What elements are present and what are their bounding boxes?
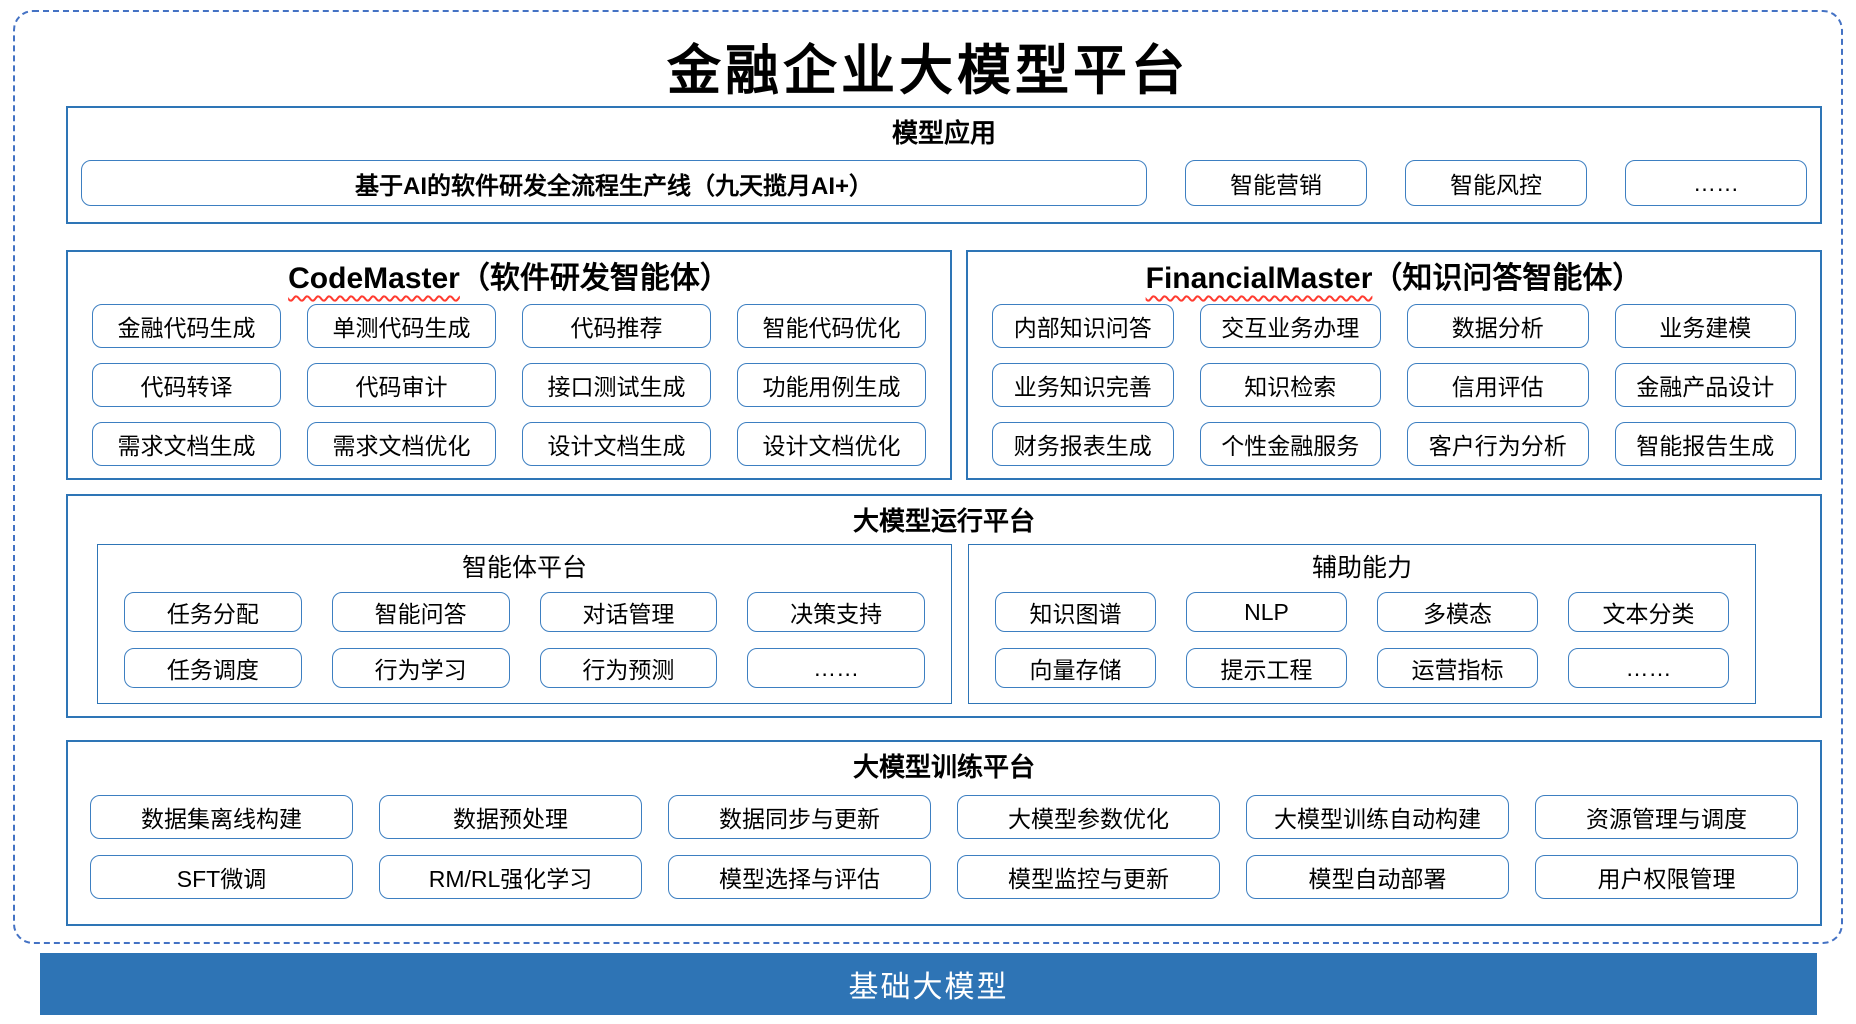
diagram-node: 向量存储 <box>995 648 1156 688</box>
foundation-model-label: 基础大模型 <box>848 971 1009 1004</box>
diagram-node: 单测代码生成 <box>307 304 496 348</box>
diagram-node: 智能问答 <box>331 592 510 632</box>
diagram-node: 数据分析 <box>1407 304 1589 348</box>
runtime-platform-title: 大模型运行平台 <box>852 506 1035 536</box>
diagram-node: 代码推荐 <box>522 304 711 348</box>
diagram-node: 金融代码生成 <box>92 304 281 348</box>
page-title: 金融企业大模型平台 <box>667 38 1189 102</box>
diagram-node: 任务调度 <box>124 648 302 688</box>
diagram-node: 模型监控与更新 <box>957 855 1220 899</box>
diagram-node: …… <box>1568 648 1729 688</box>
financialmaster-items: 内部知识问答交互业务办理数据分析业务建模业务知识完善知识检索信用评估金融产品设计… <box>968 298 1820 466</box>
diagram-node: 智能营销 <box>1185 160 1367 206</box>
diagram-node: 知识图谱 <box>995 592 1156 632</box>
diagram-node: 客户行为分析 <box>1407 422 1589 466</box>
model-applications-items: 智能营销智能风控 …… <box>1185 160 1807 206</box>
diagram-node: 大模型参数优化 <box>957 795 1220 839</box>
diagram-node: 智能风控 <box>1405 160 1587 206</box>
agent-platform-items: 任务分配智能问答对话管理决策支持任务调度行为学习行为预测 …… <box>98 584 951 688</box>
diagram-node: 财务报表生成 <box>992 422 1174 466</box>
training-platform-title: 大模型训练平台 <box>852 752 1035 782</box>
financialmaster-title-en: FinancialMaster <box>1145 262 1373 295</box>
diagram-node: 信用评估 <box>1407 363 1589 407</box>
financialmaster-title: FinancialMaster（知识问答智能体） <box>968 252 1820 298</box>
diagram-node: 模型选择与评估 <box>668 855 931 899</box>
diagram-node: 运营指标 <box>1377 648 1538 688</box>
diagram-node: 内部知识问答 <box>992 304 1174 348</box>
diagram-node: 用户权限管理 <box>1535 855 1798 899</box>
diagram-node: 数据同步与更新 <box>668 795 931 839</box>
diagram-node: 代码转译 <box>92 363 281 407</box>
section-model-applications: 模型应用 基于AI的软件研发全流程生产线（九天揽月AI+） 智能营销智能风控 …… <box>66 106 1822 224</box>
diagram-node: 业务知识完善 <box>992 363 1174 407</box>
diagram-node: 资源管理与调度 <box>1535 795 1798 839</box>
diagram-node: 知识检索 <box>1199 363 1381 407</box>
diagram-node: 决策支持 <box>747 592 925 632</box>
codemaster-title-zh: （软件研发智能体） <box>459 262 730 295</box>
diagram-node: …… <box>1625 160 1807 206</box>
diagram-node: RM/RL强化学习 <box>379 855 642 899</box>
diagram-node: 金融产品设计 <box>1614 363 1796 407</box>
section-runtime-platform: 大模型运行平台 智能体平台 任务分配智能问答对话管理决策支持任务调度行为学习行为… <box>66 494 1822 718</box>
section-training-platform: 大模型训练平台 数据集离线构建数据预处理数据同步与更新大模型参数优化大模型训练自… <box>66 740 1822 926</box>
diagram-node: 行为学习 <box>331 648 510 688</box>
diagram-node: NLP <box>1186 592 1347 632</box>
diagram-node: 智能代码优化 <box>737 304 926 348</box>
diagram-node: 代码审计 <box>307 363 496 407</box>
financialmaster-title-zh: （知识问答智能体） <box>1372 262 1643 295</box>
auxiliary-capabilities-items: 知识图谱 NLP 多模态文本分类向量存储提示工程运营指标 …… <box>969 584 1755 688</box>
diagram-node-ai-pipeline: 基于AI的软件研发全流程生产线（九天揽月AI+） <box>81 160 1147 206</box>
section-codemaster: CodeMaster（软件研发智能体） 金融代码生成单测代码生成代码推荐智能代码… <box>66 250 952 480</box>
diagram-node: SFT微调 <box>90 855 353 899</box>
auxiliary-capabilities-title: 辅助能力 <box>1311 554 1412 582</box>
codemaster-title-en: CodeMaster <box>288 262 460 295</box>
subsection-agent-platform: 智能体平台 任务分配智能问答对话管理决策支持任务调度行为学习行为预测 …… <box>97 544 952 704</box>
diagram-node: 数据预处理 <box>379 795 642 839</box>
agent-platform-title: 智能体平台 <box>461 554 587 582</box>
foundation-model-bar: 基础大模型 <box>40 953 1817 1015</box>
diagram-node: …… <box>747 648 925 688</box>
diagram-node: 设计文档优化 <box>737 422 926 466</box>
diagram-node: 个性金融服务 <box>1199 422 1381 466</box>
diagram-node: 接口测试生成 <box>522 363 711 407</box>
model-applications-title: 模型应用 <box>891 118 996 148</box>
diagram-node: 智能报告生成 <box>1614 422 1796 466</box>
diagram-node: 模型自动部署 <box>1246 855 1509 899</box>
codemaster-title: CodeMaster（软件研发智能体） <box>68 252 950 298</box>
codemaster-items: 金融代码生成单测代码生成代码推荐智能代码优化代码转译代码审计接口测试生成功能用例… <box>68 298 950 466</box>
training-platform-items: 数据集离线构建数据预处理数据同步与更新大模型参数优化大模型训练自动构建资源管理与… <box>68 783 1820 899</box>
diagram-node: 数据集离线构建 <box>90 795 353 839</box>
diagram-node: 设计文档生成 <box>522 422 711 466</box>
diagram-node: 提示工程 <box>1186 648 1347 688</box>
diagram-node: 大模型训练自动构建 <box>1246 795 1509 839</box>
diagram-node: 多模态 <box>1377 592 1538 632</box>
diagram-node: 任务分配 <box>124 592 302 632</box>
subsection-auxiliary-capabilities: 辅助能力 知识图谱 NLP 多模态文本分类向量存储提示工程运营指标 …… <box>968 544 1756 704</box>
section-financialmaster: FinancialMaster（知识问答智能体） 内部知识问答交互业务办理数据分… <box>966 250 1822 480</box>
diagram-node: 文本分类 <box>1568 592 1729 632</box>
diagram-node: 需求文档生成 <box>92 422 281 466</box>
diagram-node: 对话管理 <box>539 592 718 632</box>
diagram-node: 交互业务办理 <box>1199 304 1381 348</box>
runtime-row: 智能体平台 任务分配智能问答对话管理决策支持任务调度行为学习行为预测 …… 辅助能… <box>68 544 1820 704</box>
diagram-node: 功能用例生成 <box>737 363 926 407</box>
diagram-node: 行为预测 <box>539 648 718 688</box>
diagram-node: 需求文档优化 <box>307 422 496 466</box>
model-applications-row: 基于AI的软件研发全流程生产线（九天揽月AI+） 智能营销智能风控 …… <box>68 160 1820 206</box>
diagram-node: 业务建模 <box>1614 304 1796 348</box>
